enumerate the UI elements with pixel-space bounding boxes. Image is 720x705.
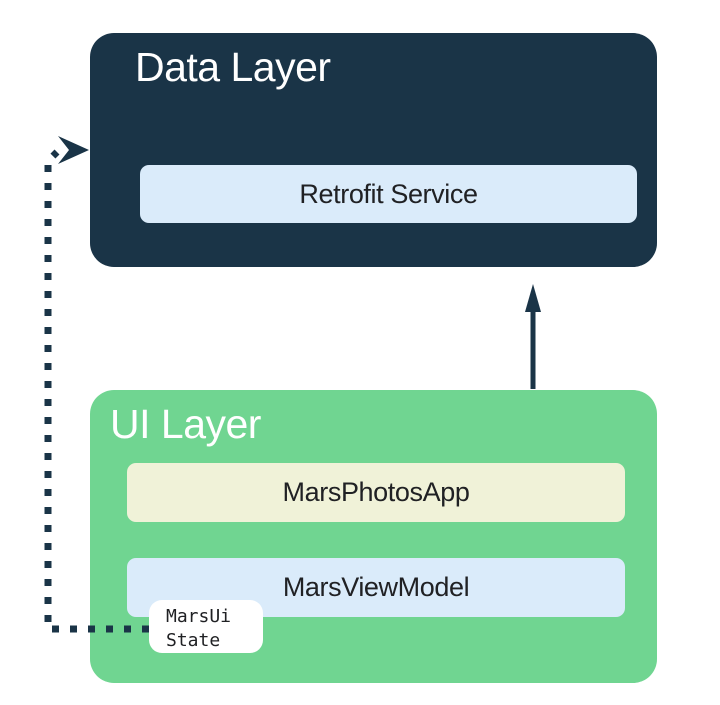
retrofit-service-label: Retrofit Service xyxy=(299,178,478,209)
mars-ui-state-box: MarsUi State xyxy=(149,600,263,653)
mars-ui-state-line2: State xyxy=(166,630,221,651)
mars-view-model-label: MarsViewModel xyxy=(282,572,470,602)
arrow-ui-to-data xyxy=(525,284,541,389)
ui-layer-box: UI Layer MarsPhotosApp MarsViewModel Mar… xyxy=(90,390,657,683)
mars-photos-app-box: MarsPhotosApp xyxy=(127,463,625,522)
data-layer-title: Data Layer xyxy=(135,44,331,90)
ui-layer-title: UI Layer xyxy=(110,401,261,447)
data-layer-box: Data Layer Retrofit Service xyxy=(90,33,657,267)
retrofit-service-box: Retrofit Service xyxy=(140,165,637,223)
mars-ui-state-line1: MarsUi xyxy=(166,606,232,627)
mars-photos-app-label: MarsPhotosApp xyxy=(282,477,470,507)
